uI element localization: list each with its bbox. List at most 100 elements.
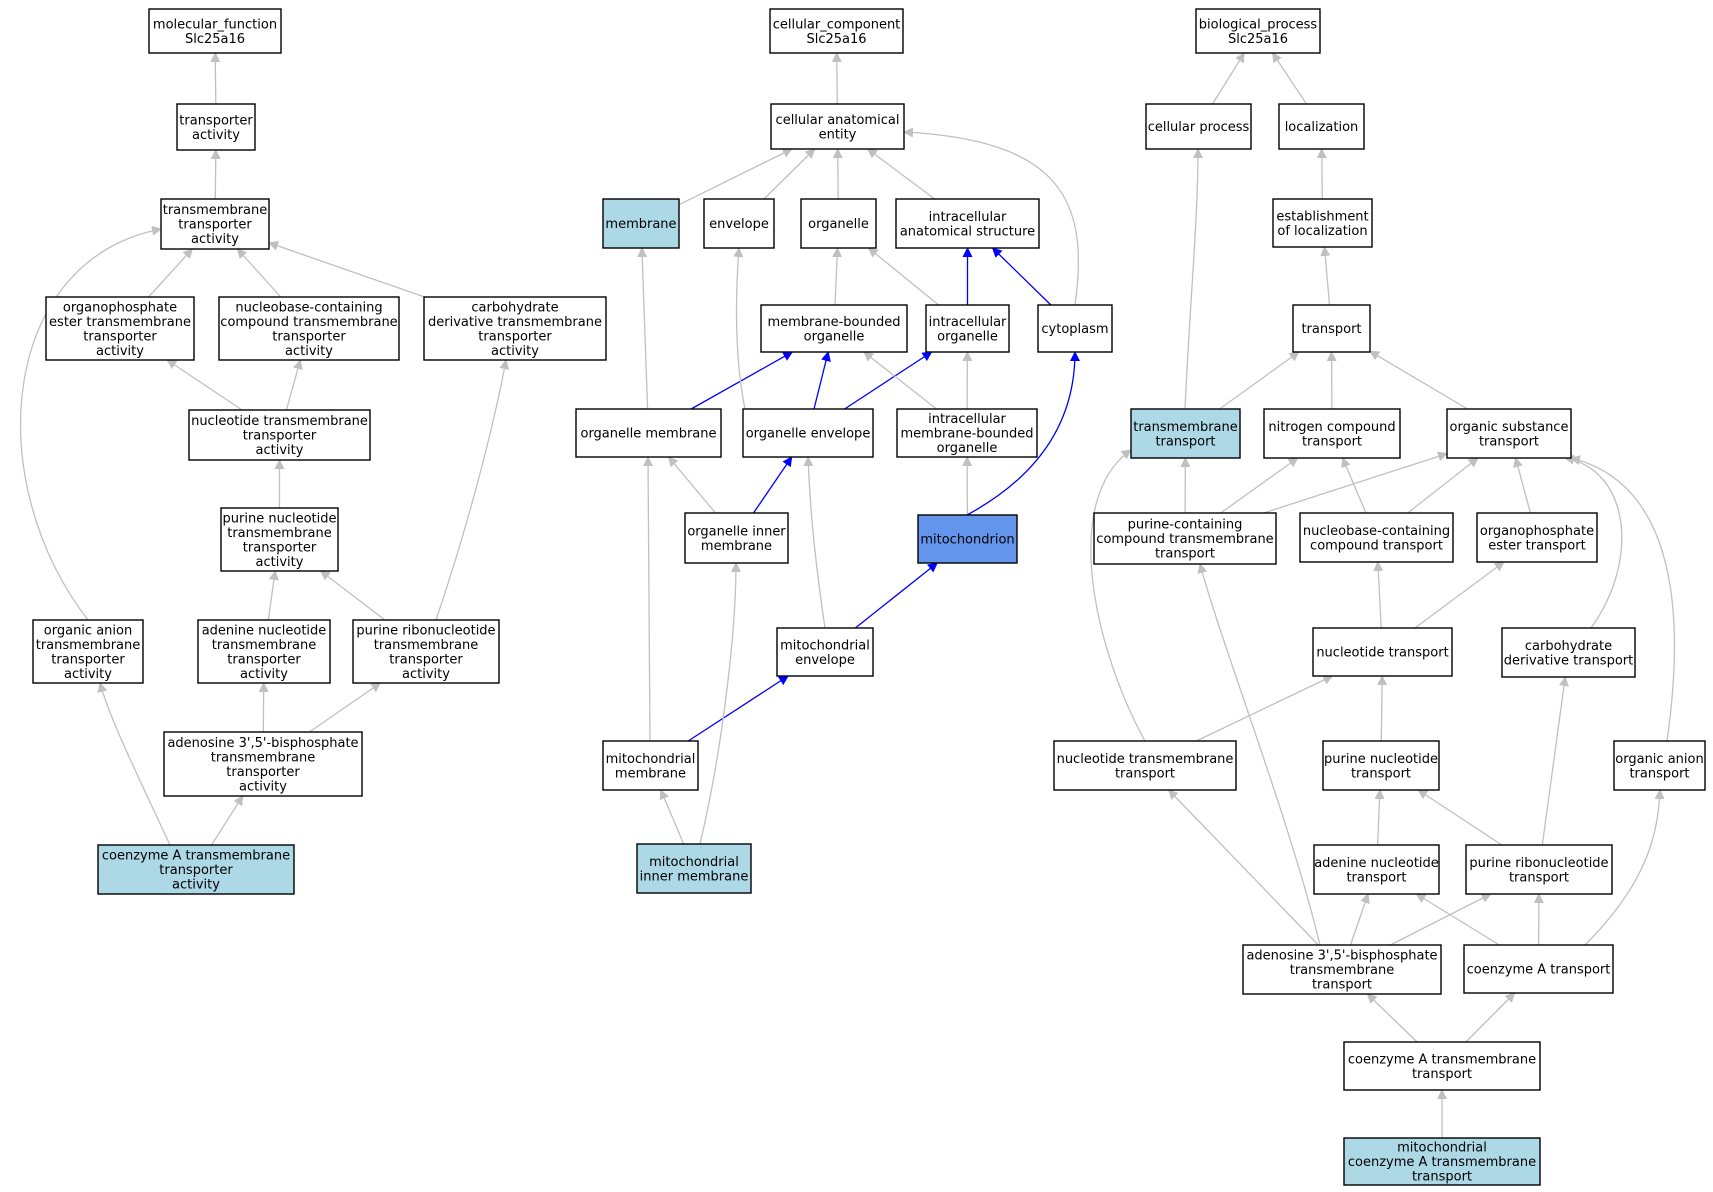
go-term-node-coat[interactable]: coenzyme A transport bbox=[1463, 944, 1614, 994]
go-term-label: transport bbox=[1301, 322, 1361, 337]
go-term-box bbox=[760, 304, 908, 353]
go-term-label: activity bbox=[239, 779, 287, 794]
go-term-label: purine ribonucleotide bbox=[356, 623, 495, 638]
go-term-label: activity bbox=[402, 667, 450, 682]
edge-cdta-to-tmta bbox=[268, 241, 425, 298]
go-term-label: adenine nucleotide bbox=[202, 623, 327, 638]
go-term-label: organelle bbox=[804, 329, 865, 344]
edge-tr-to-eol bbox=[1320, 246, 1331, 306]
go-term-node-oata[interactable]: organic aniontransmembranetransporteract… bbox=[32, 619, 144, 684]
edge-org-to-cae bbox=[832, 148, 843, 200]
go-term-box bbox=[684, 512, 789, 564]
edge-pctt-to-nct bbox=[1220, 457, 1299, 514]
go-term-label: organelle inner bbox=[687, 524, 786, 539]
go-term-node-oe[interactable]: organelle envelope bbox=[742, 408, 874, 458]
go-term-box bbox=[1613, 740, 1706, 791]
go-term-label: transmembrane bbox=[227, 526, 332, 541]
go-term-node-prta[interactable]: purine ribonucleotidetransmembranetransp… bbox=[352, 619, 500, 684]
go-term-node-mem[interactable]: membrane bbox=[602, 198, 680, 249]
go-term-node-anta[interactable]: adenine nucleotidetransmembranetransport… bbox=[197, 619, 331, 684]
go-term-label: mitochondrion bbox=[920, 533, 1014, 548]
go-term-label: membrane bbox=[615, 766, 686, 781]
go-term-box bbox=[769, 8, 904, 54]
go-term-box bbox=[602, 198, 680, 249]
go-term-node-loc[interactable]: localization bbox=[1278, 103, 1365, 150]
edge-oat-to-ost bbox=[1570, 455, 1676, 742]
go-term-box bbox=[575, 408, 722, 458]
go-term-label: organophosphate bbox=[63, 300, 177, 315]
go-term-label: derivative transport bbox=[1504, 653, 1633, 668]
go-term-node-abta[interactable]: adenosine 3',5'-bisphosphatetransmembran… bbox=[163, 731, 363, 797]
go-term-label: carbohydrate bbox=[1525, 639, 1612, 654]
go-term-node-abtt[interactable]: adenosine 3',5'-bisphosphatetransmembran… bbox=[1242, 944, 1442, 995]
edge-nbcta-to-tmta bbox=[236, 248, 282, 298]
go-term-label: derivative transmembrane bbox=[428, 315, 602, 330]
go-term-box bbox=[1313, 844, 1440, 895]
go-term-node-tr[interactable]: transport bbox=[1292, 304, 1371, 353]
go-term-node-cp[interactable]: cellular process bbox=[1145, 103, 1252, 150]
go-term-box bbox=[1242, 944, 1442, 995]
go-term-label: transporter bbox=[227, 652, 301, 667]
go-term-label: nucleobase-containing bbox=[235, 300, 382, 315]
go-term-node-coata[interactable]: coenzyme A transmembranetransporteractiv… bbox=[97, 844, 295, 895]
go-term-label: purine ribonucleotide bbox=[1469, 856, 1608, 871]
go-term-label: inner membrane bbox=[640, 869, 749, 884]
go-term-label: transmembrane bbox=[36, 638, 141, 653]
go-term-box bbox=[197, 619, 331, 684]
go-term-box bbox=[1312, 627, 1453, 677]
go-term-label: transport bbox=[1412, 1067, 1472, 1082]
go-term-box bbox=[776, 627, 874, 677]
go-term-box bbox=[1299, 512, 1454, 563]
go-term-box bbox=[1145, 103, 1252, 150]
go-term-label: activity bbox=[96, 344, 144, 359]
go-term-node-mito[interactable]: mitochondrion bbox=[917, 514, 1018, 564]
go-term-node-pnta[interactable]: purine nucleotidetransmembranetransporte… bbox=[220, 507, 339, 572]
go-term-node-ntr[interactable]: nucleotide transport bbox=[1312, 627, 1453, 677]
go-term-box bbox=[1463, 944, 1614, 994]
edge-me-to-mito bbox=[854, 562, 938, 629]
go-term-node-ntta[interactable]: nucleotide transmembranetransporteractiv… bbox=[188, 409, 371, 461]
go-term-node-org[interactable]: organelle bbox=[800, 198, 877, 249]
go-term-label: organelle bbox=[937, 329, 998, 344]
go-term-label: compound transmembrane bbox=[1096, 532, 1273, 547]
go-term-node-env[interactable]: envelope bbox=[703, 198, 775, 249]
go-term-label: transport bbox=[1155, 547, 1215, 562]
go-term-node-om[interactable]: organelle membrane bbox=[575, 408, 722, 458]
go-term-label: transporter bbox=[243, 540, 317, 555]
edge-abtt-to-prt bbox=[1390, 893, 1492, 946]
go-term-node-cyt[interactable]: cytoplasm bbox=[1037, 304, 1113, 353]
go-term-label: nucleotide transmembrane bbox=[191, 414, 368, 429]
